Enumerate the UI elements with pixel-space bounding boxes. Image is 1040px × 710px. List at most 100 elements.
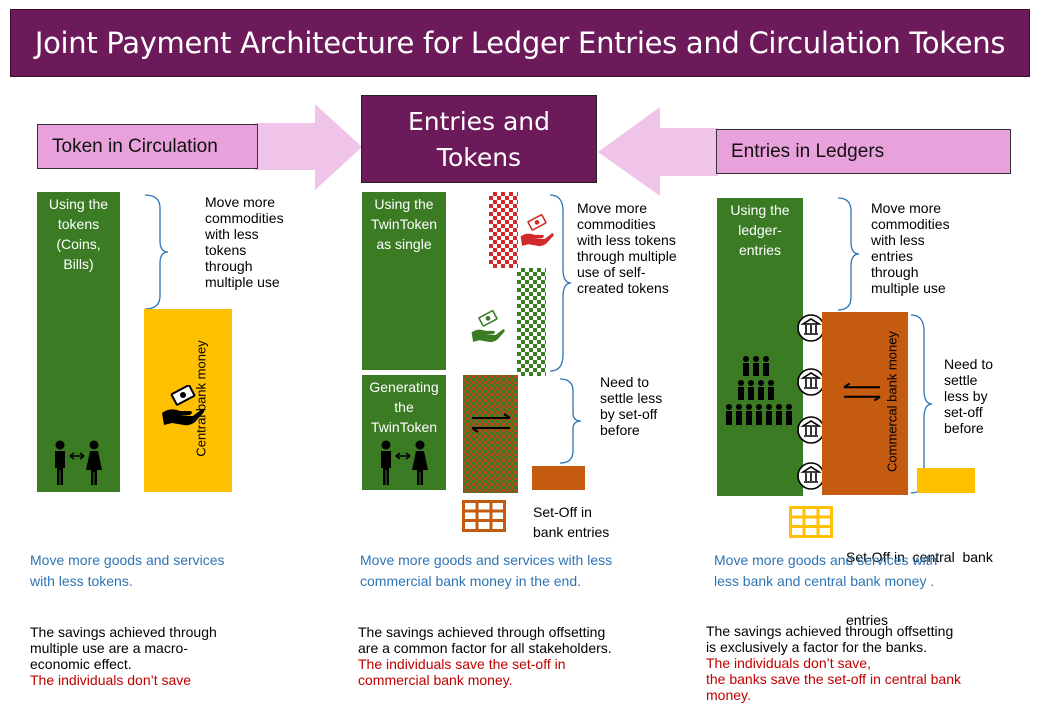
middle-twintoken-single-bar: Using the TwinToken as single xyxy=(362,192,446,370)
left-savings: The savings achieved through multiple us… xyxy=(30,624,217,688)
left-bar-line: Bills) xyxy=(63,256,94,272)
middle-brace-top xyxy=(549,194,572,372)
right-header: Entries in Ledgers xyxy=(716,129,1011,174)
right-brace-line: Need to xyxy=(944,356,994,372)
middle-brace-bottom-text: Need to settle less by set-off before xyxy=(600,374,662,438)
center-title-line2: Tokens xyxy=(436,143,522,172)
left-savings-line: multiple use are a macro- xyxy=(30,640,188,656)
middle-savings-line: are a common factor for all stakeholders… xyxy=(358,640,612,656)
middle-savings-red: commercial bank money. xyxy=(358,672,513,688)
left-savings-line: The savings achieved through xyxy=(30,624,217,640)
right-summary-line: Move more goods and services with xyxy=(714,552,938,568)
left-header-text: Token in Circulation xyxy=(52,135,218,157)
right-brace-line: through xyxy=(871,264,919,280)
middle-summary-line: Move more goods and services with less xyxy=(360,552,613,568)
right-savings-red: The individuals don’t save, xyxy=(706,655,871,671)
right-brace-bottom-text: Need to settle less by set-off before xyxy=(944,356,993,436)
middle-brace-line: settle less xyxy=(600,390,663,406)
money-hand-icon xyxy=(471,310,505,343)
green-checker-bar xyxy=(517,268,546,376)
middle-generating-bar: Generating the TwinToken xyxy=(362,375,446,490)
money-hand-icon xyxy=(520,214,554,247)
right-setoff-line: entries xyxy=(846,612,889,628)
right-brace-line: multiple use xyxy=(871,280,946,296)
left-brace-line: with less xyxy=(205,226,259,242)
right-brace-line: Move more xyxy=(871,200,942,216)
middle-settle-bar xyxy=(532,466,585,490)
middle-savings-line: The savings achieved through offsetting xyxy=(358,624,606,640)
middle-brace-line: by set-off xyxy=(600,406,658,422)
right-ledger-bar: Using the ledger- entries xyxy=(717,198,803,496)
right-bar-line: ledger- xyxy=(738,222,782,238)
right-bar-line: entries xyxy=(738,242,782,258)
middle-bar-line: Using the xyxy=(374,196,434,212)
middle-setoff-line: Set-Off in xyxy=(533,504,592,520)
left-brace-line: through xyxy=(205,258,253,274)
right-brace-line: commodities xyxy=(871,216,950,232)
people-exchange-icon xyxy=(381,440,428,485)
title-bar: Joint Payment Architecture for Ledger En… xyxy=(10,9,1030,77)
left-savings-line: economic effect. xyxy=(30,656,132,672)
right-savings: The savings achieved through offsetting … xyxy=(706,623,961,703)
central-bank-money-bar: Central bank money xyxy=(144,309,232,492)
left-summary-line: Move more goods and services xyxy=(30,552,225,568)
right-savings-line: is exclusively a factor for the banks. xyxy=(706,639,927,655)
middle-brace-line: use of self- xyxy=(577,264,646,280)
middle-brace-line: through multiple xyxy=(577,248,677,264)
commercial-bank-money-bar: Commercal bank money xyxy=(822,312,908,495)
left-summary: Move more goods and services with less t… xyxy=(30,550,225,592)
left-brace-line: commodities xyxy=(205,210,284,226)
left-bar-line: Using the xyxy=(48,196,109,212)
mixed-checker-bar xyxy=(463,375,518,493)
right-savings-red: the banks save the set-off in central ba… xyxy=(706,671,962,687)
right-brace-line: settle xyxy=(944,372,978,388)
left-brace-line: tokens xyxy=(205,242,247,258)
left-brace-text: Move more commodities with less tokens t… xyxy=(205,194,284,290)
right-summary-line: less bank and central bank money . xyxy=(714,573,935,589)
right-brace-top-text: Move more commodities with less entries … xyxy=(871,200,950,296)
middle-brace-bottom xyxy=(559,378,582,464)
middle-brace-top-text: Move more commodities with less tokens t… xyxy=(577,200,677,296)
middle-bar-line: as single xyxy=(376,236,432,252)
right-brace-line: before xyxy=(944,420,984,436)
middle-brace-line: before xyxy=(600,422,640,438)
right-savings-line: The savings achieved through offsetting xyxy=(706,623,954,639)
right-brace-line: entries xyxy=(871,248,914,264)
middle-brace-line: Need to xyxy=(600,374,650,390)
bank-icon xyxy=(797,314,825,490)
money-hand-icon xyxy=(162,385,205,426)
left-bar-line: (Coins, xyxy=(56,236,101,252)
right-header-text: Entries in Ledgers xyxy=(731,140,885,162)
center-title-line1: Entries and xyxy=(407,107,551,136)
middle-summary: Move more goods and services with less c… xyxy=(360,550,612,592)
people-exchange-icon xyxy=(55,440,102,485)
middle-savings: The savings achieved through offsetting … xyxy=(358,624,612,688)
arrow-right-shape xyxy=(255,104,362,190)
middle-savings-red: The individuals save the set-off in xyxy=(358,656,566,672)
left-brace xyxy=(144,194,169,310)
right-setoff-label: Set-Off in central bank entries xyxy=(846,505,993,652)
right-brace-line: less by xyxy=(944,388,988,404)
grid-icon xyxy=(462,500,506,532)
arrows-exchange-icon xyxy=(471,413,511,433)
left-brace-line: multiple use xyxy=(205,274,280,290)
left-bar-line: tokens xyxy=(57,216,100,232)
right-setoff-line: Set-Off in central bank xyxy=(846,549,993,565)
left-brace-line: Move more xyxy=(205,194,276,210)
middle-brace-line: created tokens xyxy=(577,280,669,296)
middle-brace-line: with less tokens xyxy=(577,232,676,248)
middle-brace-line: Move more xyxy=(577,200,648,216)
left-token-bar: Using the tokens (Coins, Bills) xyxy=(37,192,120,492)
middle-setoff-label: Set-Off in bank entries xyxy=(533,502,609,542)
middle-brace-line: commodities xyxy=(577,216,656,232)
middle-bar-line: TwinToken xyxy=(370,419,438,435)
right-bar-line: Using the xyxy=(730,202,790,218)
right-brace-top xyxy=(837,197,860,311)
right-summary: Move more goods and services with less b… xyxy=(714,550,937,592)
left-header: Token in Circulation xyxy=(37,124,258,169)
center-header: Entries and Tokens xyxy=(361,95,597,183)
left-summary-line: with less tokens. xyxy=(30,573,133,589)
middle-summary-line: commercial bank money in the end. xyxy=(360,573,581,589)
page-title: Joint Payment Architecture for Ledger En… xyxy=(34,26,1006,60)
